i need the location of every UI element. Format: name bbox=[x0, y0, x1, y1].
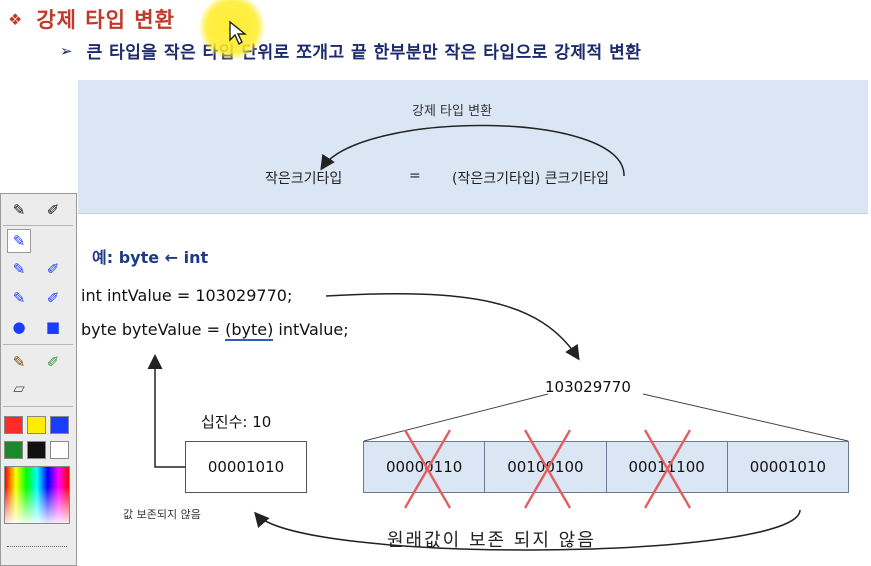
annotation-tool-palette: ✎ ✐ ✎ ✎ ✐ ✎ ✐ ● ■ ✎ ✐ ▱ bbox=[0, 193, 77, 566]
code-prefix: byte byteValue = bbox=[81, 320, 226, 339]
cast-curve-arrow bbox=[320, 124, 625, 177]
highlighter-icon[interactable]: ✎ bbox=[12, 353, 26, 371]
color-swatch-yellow[interactable] bbox=[27, 416, 46, 434]
formula-equals: = bbox=[409, 168, 421, 184]
byte-result-box: 00001010 bbox=[185, 441, 307, 493]
eraser-icon[interactable]: ▱ bbox=[13, 379, 25, 397]
byte-cell-text: 00000110 bbox=[385, 458, 463, 476]
palette-divider bbox=[3, 406, 73, 407]
pen-arrow-icon[interactable]: ✐ bbox=[46, 260, 60, 278]
byte-cell-text: 00001010 bbox=[749, 458, 827, 476]
pen-rect-icon[interactable]: ✐ bbox=[46, 289, 60, 307]
byte-cell: 00001010 bbox=[728, 442, 848, 492]
palette-divider bbox=[3, 344, 73, 345]
code-suffix: intValue; bbox=[273, 320, 349, 339]
pen-line-icon[interactable]: ✎ bbox=[12, 260, 26, 278]
fan-line-left bbox=[363, 393, 549, 442]
fill-ellipse-icon[interactable]: ● bbox=[12, 318, 26, 336]
color-swatch-white[interactable] bbox=[50, 441, 69, 459]
panel-label: 강제 타입 변환 bbox=[412, 104, 493, 119]
diamond-bullet-icon: ❖ bbox=[8, 9, 23, 29]
decimal-label: 십진수: 10 bbox=[201, 413, 272, 431]
code-to-bytes-arrow bbox=[325, 293, 580, 361]
highlighter-fill-icon[interactable]: ✐ bbox=[46, 353, 60, 371]
example-heading: 예: byte ← int bbox=[92, 244, 208, 268]
formula-right: (작은크기타입) 큰크기타입 bbox=[452, 171, 610, 187]
formula-left: 작은크기타입 bbox=[265, 171, 343, 187]
result-to-code-arrow bbox=[147, 354, 185, 468]
page-title: 강제 타입 변환 bbox=[36, 8, 175, 32]
not-preserved-arrow bbox=[254, 509, 801, 551]
example-heading-text: 예: byte ← int bbox=[92, 248, 209, 267]
thin-pen-icon[interactable]: ✎ bbox=[7, 229, 31, 253]
pen-tool-icon[interactable]: ✎ bbox=[12, 201, 26, 219]
pen-width-slider[interactable] bbox=[7, 546, 67, 550]
fill-rect-icon[interactable]: ■ bbox=[45, 318, 61, 336]
color-swatch-green[interactable] bbox=[4, 441, 23, 459]
discarded-byte-cross bbox=[523, 429, 572, 509]
cast-keyword: (byte) bbox=[225, 320, 274, 341]
fan-line-right bbox=[642, 393, 849, 442]
byte-result-text: 00001010 bbox=[207, 458, 285, 476]
arrow-bullet-icon: ➢ bbox=[60, 41, 73, 60]
color-spectrum-picker[interactable] bbox=[4, 466, 70, 524]
color-swatch-blue[interactable] bbox=[50, 416, 69, 434]
color-swatch-black[interactable] bbox=[27, 441, 46, 459]
mouse-pointer-icon bbox=[229, 20, 247, 46]
original-value-lost-note: 원래값이 보존 되지 않음 bbox=[387, 530, 596, 551]
int-bytes-row: 00000110 00100100 00011100 00001010 bbox=[363, 441, 849, 493]
discarded-byte-cross bbox=[403, 429, 452, 509]
code-line-byte: byte byteValue = (byte) intValue; bbox=[81, 320, 349, 341]
marker-tool-icon[interactable]: ✐ bbox=[46, 201, 60, 219]
cast-syntax-panel bbox=[78, 80, 868, 214]
value-not-preserved-note: 값 보존되지 않음 bbox=[123, 508, 201, 521]
title-row: ❖ 강제 타입 변환 bbox=[8, 4, 175, 34]
code-line-int: int intValue = 103029770; bbox=[81, 286, 293, 305]
palette-divider bbox=[3, 225, 73, 226]
int-value-label: 103029770 bbox=[545, 378, 631, 396]
pen-ellipse-icon[interactable]: ✎ bbox=[12, 289, 26, 307]
discarded-byte-cross bbox=[643, 429, 692, 509]
color-swatch-red[interactable] bbox=[4, 416, 23, 434]
byte-cell: 00000110 bbox=[364, 442, 486, 492]
